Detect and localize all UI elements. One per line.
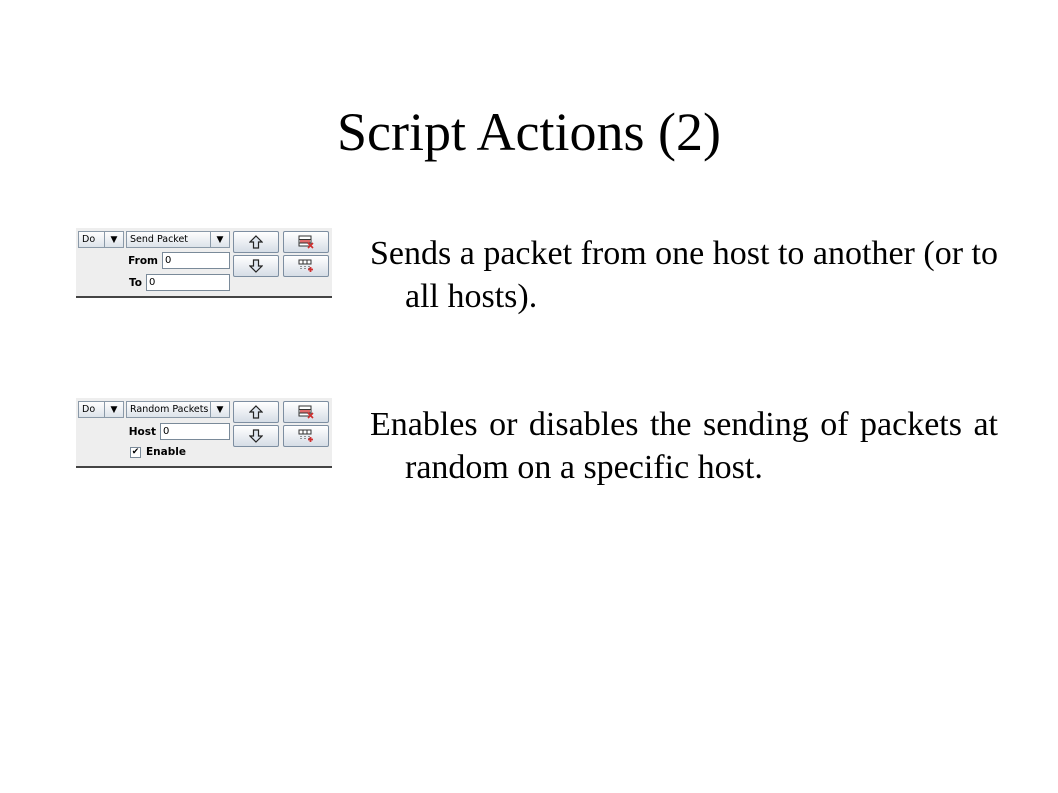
from-input[interactable]: 0 (162, 252, 230, 269)
down-arrow-icon (249, 259, 263, 273)
down-arrow-icon (249, 429, 263, 443)
up-arrow-icon (249, 405, 263, 419)
slide-title: Script Actions (2) (337, 102, 721, 162)
delete-action-button[interactable] (283, 231, 329, 253)
delete-row-icon (298, 405, 314, 419)
to-label: To (129, 277, 142, 289)
move-up-button[interactable] (233, 401, 279, 423)
insert-action-button[interactable] (283, 255, 329, 277)
action-select[interactable]: Random Packets ▼ (126, 401, 230, 418)
mode-select-value: Do (82, 404, 96, 415)
move-up-button[interactable] (233, 231, 279, 253)
insert-action-button[interactable] (283, 425, 329, 447)
delete-row-icon (298, 235, 314, 249)
mode-select[interactable]: Do ▼ (78, 231, 124, 248)
insert-row-icon (298, 429, 313, 442)
up-arrow-icon (249, 235, 263, 249)
chevron-down-icon: ▼ (210, 402, 229, 417)
enable-label: Enable (146, 446, 186, 458)
mode-select[interactable]: Do ▼ (78, 401, 124, 418)
mode-select-value: Do (82, 234, 96, 245)
move-down-button[interactable] (233, 425, 279, 447)
delete-action-button[interactable] (283, 401, 329, 423)
move-down-button[interactable] (233, 255, 279, 277)
action-select-value: Random Packets (130, 404, 209, 415)
send-packet-description: Sends a packet from one host to another … (370, 235, 998, 315)
host-input[interactable]: 0 (160, 423, 230, 440)
host-label: Host (128, 426, 156, 438)
chevron-down-icon: ▼ (210, 232, 229, 247)
action-select[interactable]: Send Packet ▼ (126, 231, 230, 248)
insert-row-icon (298, 259, 313, 272)
random-packets-action-panel: Do ▼ Random Packets ▼ Host 0 ✔ Enable (76, 398, 332, 468)
action-select-value: Send Packet (130, 234, 189, 245)
from-label: From (128, 255, 158, 267)
chevron-down-icon: ▼ (104, 232, 123, 247)
enable-checkbox[interactable]: ✔ (130, 447, 141, 458)
to-input[interactable]: 0 (146, 274, 230, 291)
send-packet-action-panel: Do ▼ Send Packet ▼ From 0 To 0 (76, 228, 332, 298)
random-packets-description: Enables or disables the sending of packe… (370, 406, 998, 486)
chevron-down-icon: ▼ (104, 402, 123, 417)
